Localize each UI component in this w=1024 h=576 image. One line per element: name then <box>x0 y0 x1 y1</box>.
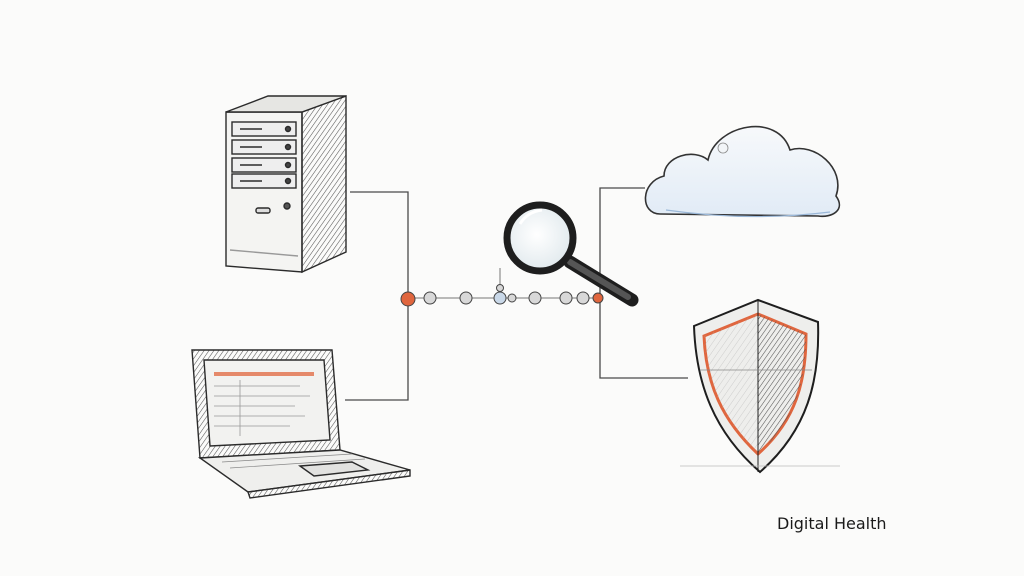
cloud-icon <box>644 125 841 218</box>
chain-node <box>559 291 573 305</box>
shield-connector <box>599 298 688 379</box>
magnifier-icon <box>503 201 639 307</box>
chain-node <box>496 284 504 292</box>
chain-node <box>423 291 437 305</box>
laptop-connector <box>345 298 409 401</box>
chain-node <box>507 293 517 303</box>
chain-node <box>528 291 542 305</box>
chain-node-start <box>400 291 416 307</box>
node-chain <box>400 284 604 307</box>
cloud-connector <box>599 187 645 298</box>
chain-node <box>493 291 507 305</box>
chain-node-end <box>592 292 604 304</box>
server-connector <box>350 191 409 298</box>
server-tower-icon <box>225 95 347 274</box>
chain-node <box>576 291 590 305</box>
laptop-icon <box>191 349 411 499</box>
shield-icon <box>680 298 840 474</box>
chain-node <box>459 291 473 305</box>
caption-label: Digital Health <box>777 514 887 533</box>
